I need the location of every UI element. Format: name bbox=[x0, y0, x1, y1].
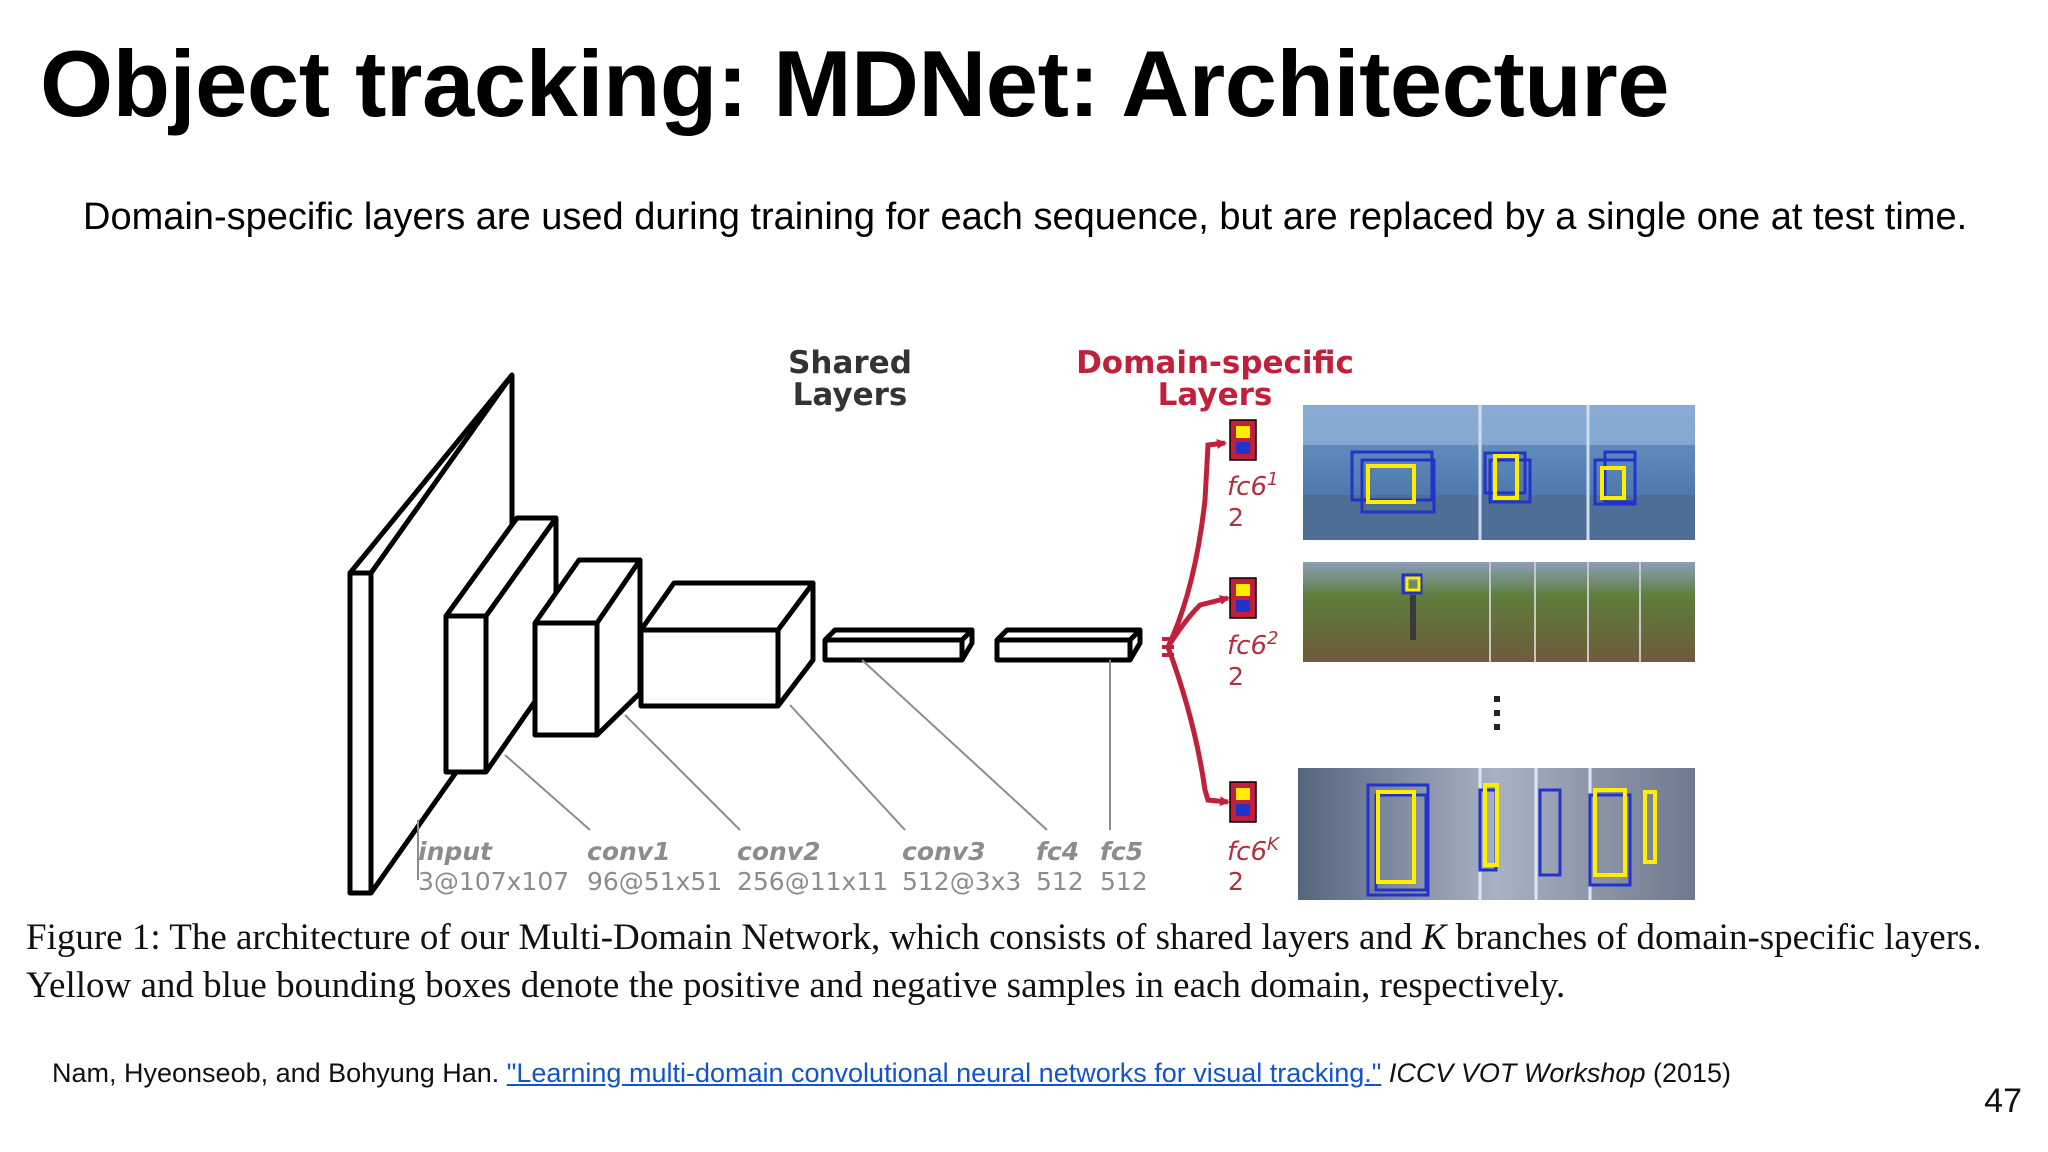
sequence-k-frames bbox=[1298, 768, 1695, 900]
citation-authors: Nam, Hyeonseob, and Bohyung Han. bbox=[52, 1058, 507, 1088]
more-sequences-ellipsis bbox=[1494, 696, 1500, 730]
sequence-1-frames bbox=[1303, 405, 1695, 540]
fc6-unit-k bbox=[1230, 782, 1256, 822]
layer-name-fc4: fc4 bbox=[1036, 837, 1079, 866]
layer-name-conv2: conv2 bbox=[737, 837, 820, 866]
figure-caption-text-a: The architecture of our Multi-Domain Net… bbox=[161, 917, 1422, 958]
slide-title: Object tracking: MDNet: Architecture bbox=[40, 30, 1669, 138]
layer-dims-conv3: 512@3x3 bbox=[902, 867, 1021, 896]
slide-subtitle: Domain-specific layers are used during t… bbox=[83, 193, 1983, 241]
layer-dims-conv2: 256@11x11 bbox=[737, 867, 888, 896]
figure-caption-label: Figure 1: bbox=[26, 917, 161, 958]
fc6-unit-1 bbox=[1230, 420, 1256, 460]
fc5-block bbox=[997, 630, 1140, 660]
domain-layers-header-line2: Layers bbox=[1158, 377, 1273, 413]
shared-layers-header-line2: Layers bbox=[793, 377, 908, 413]
citation-paper-link[interactable]: "Learning multi-domain convolutional neu… bbox=[507, 1058, 1382, 1088]
citation-year: (2015) bbox=[1645, 1058, 1731, 1088]
layer-labels: input 3@107x107 conv1 96@51x51 conv2 256… bbox=[418, 837, 1148, 896]
fc6-unit-2 bbox=[1230, 578, 1256, 618]
fc4-block bbox=[825, 630, 972, 660]
page-number: 47 bbox=[1984, 1082, 2022, 1121]
layer-dims-conv1: 96@51x51 bbox=[587, 867, 722, 896]
layer-dims-fc4: 512 bbox=[1036, 867, 1084, 896]
domain-layers-header-line1: Domain-specific bbox=[1076, 345, 1354, 381]
layer-dims-fc5: 512 bbox=[1100, 867, 1148, 896]
citation-venue: ICCV VOT Workshop bbox=[1389, 1058, 1646, 1088]
branch-dims-2: 2 bbox=[1228, 662, 1244, 691]
mdnet-architecture-figure: Shared Layers Domain-specific Layers inp… bbox=[0, 320, 2048, 910]
figure-caption: Figure 1: The architecture of our Multi-… bbox=[26, 914, 2036, 1010]
layer-name-input: input bbox=[418, 837, 493, 866]
layer-name-conv1: conv1 bbox=[587, 837, 670, 866]
branch-dims-k: 2 bbox=[1228, 867, 1244, 896]
figure-caption-k: K bbox=[1422, 917, 1447, 958]
branch-dims-1: 2 bbox=[1228, 503, 1244, 532]
shared-layers-header-line1: Shared bbox=[788, 345, 912, 381]
layer-name-fc5: fc5 bbox=[1100, 837, 1143, 866]
conv3-block bbox=[641, 583, 813, 706]
branch-arrows bbox=[1168, 443, 1228, 802]
sequence-2-frames bbox=[1303, 562, 1695, 662]
layer-dims-input: 3@107x107 bbox=[418, 867, 569, 896]
layer-name-conv3: conv3 bbox=[902, 837, 985, 866]
branch-name-1: fc61 bbox=[1227, 469, 1278, 502]
branch-name-k: fc6K bbox=[1227, 834, 1280, 867]
branch-name-2: fc62 bbox=[1227, 628, 1278, 661]
citation: Nam, Hyeonseob, and Bohyung Han. "Learni… bbox=[52, 1058, 1731, 1089]
